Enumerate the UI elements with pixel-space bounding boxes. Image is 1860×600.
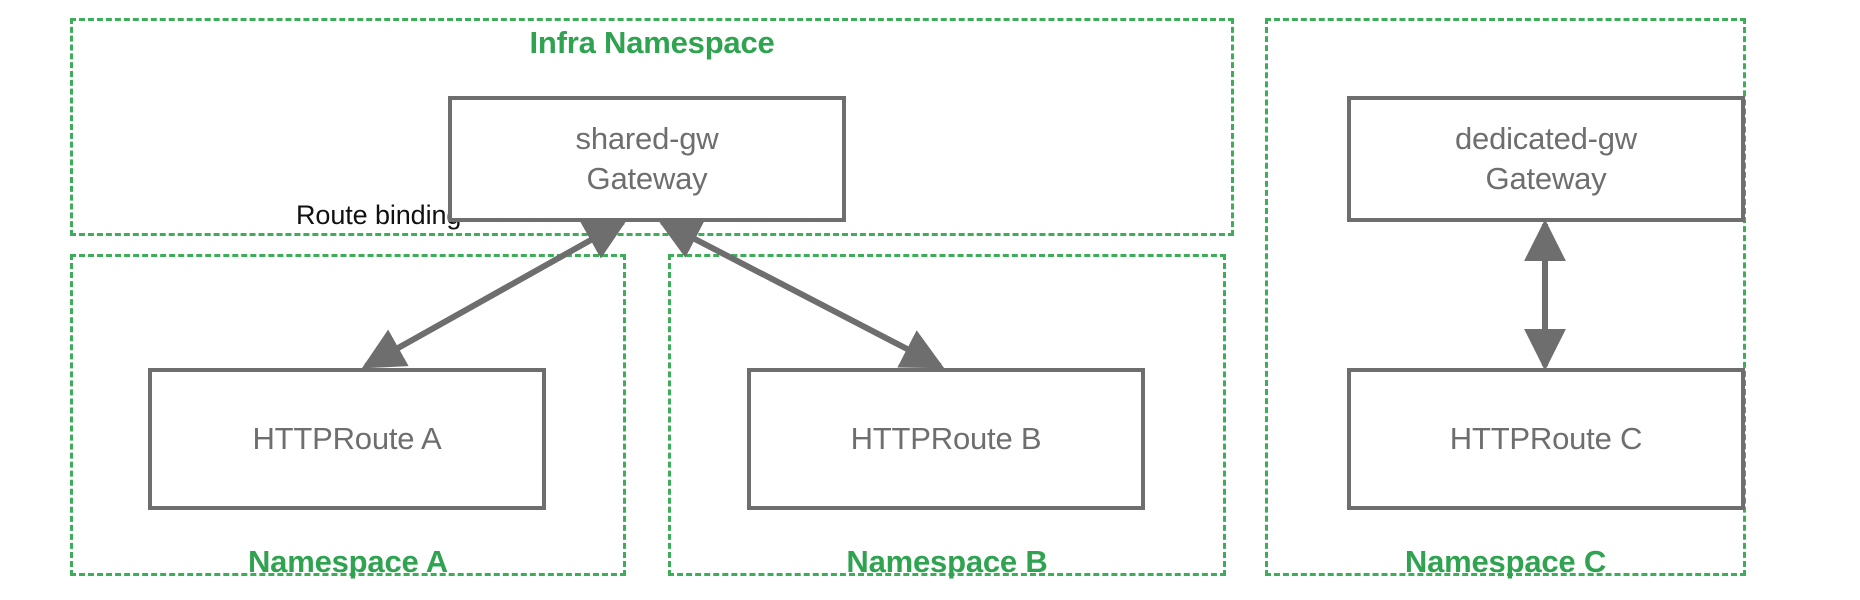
namespace-box-infra <box>70 18 1234 236</box>
node-httproute-b[interactable]: HTTPRoute B <box>747 368 1145 510</box>
namespace-box-c <box>1265 18 1746 576</box>
edge-label-route-binding: Route binding <box>296 200 462 230</box>
node-shared-gw-gateway-label: shared-gw Gateway <box>575 121 719 196</box>
node-httproute-c[interactable]: HTTPRoute C <box>1347 368 1745 510</box>
node-httproute-a[interactable]: HTTPRoute A <box>148 368 546 510</box>
namespace-label-b: Namespace B <box>846 544 1048 579</box>
node-httproute-b-label: HTTPRoute B <box>850 421 1042 457</box>
node-shared-gw-gateway[interactable]: shared-gw Gateway <box>448 96 846 222</box>
node-httproute-c-label: HTTPRoute C <box>1449 421 1643 457</box>
namespace-label-c: Namespace C <box>1404 544 1607 579</box>
namespace-label-a: Namespace A <box>248 544 448 579</box>
namespace-label-infra: Infra Namespace <box>529 25 775 60</box>
node-httproute-a-label: HTTPRoute A <box>252 421 442 457</box>
node-dedicated-gw-gateway-label: dedicated-gw Gateway <box>1455 121 1637 196</box>
namespace-box-b <box>668 254 1226 576</box>
namespace-box-a <box>70 254 626 576</box>
node-dedicated-gw-gateway[interactable]: dedicated-gw Gateway <box>1347 96 1745 222</box>
